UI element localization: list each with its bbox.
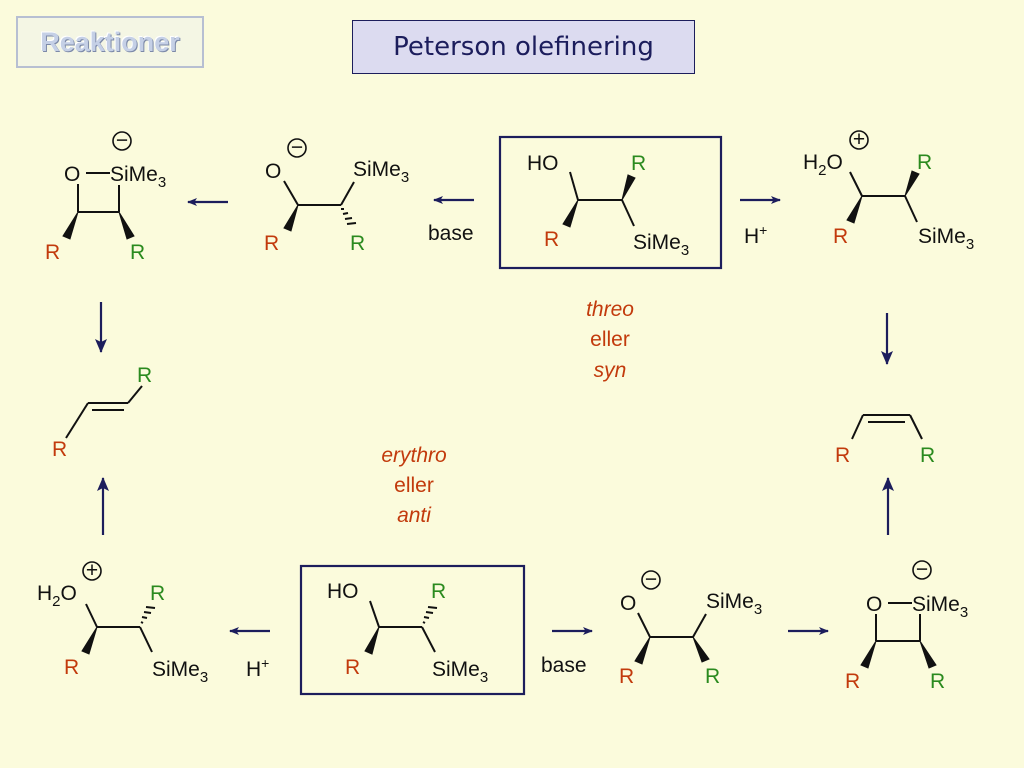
top-oxonium	[846, 170, 920, 224]
acid-label-top: H+	[744, 222, 767, 248]
bottom-oxasiletane-si: SiMe3	[912, 593, 968, 621]
top-alkoxide-r-orange: R	[264, 232, 279, 255]
bottom-alkoxide-si: SiMe3	[706, 590, 762, 618]
top-oxasiletane-minus: −	[116, 129, 128, 152]
e-alkene-r-green: R	[137, 364, 152, 387]
top-oxonium-charge	[849, 130, 869, 150]
e-alkene-r-orange: R	[52, 438, 67, 461]
bottom-alkoxide-r-orange: R	[619, 665, 634, 688]
threo-r-orange: R	[544, 228, 559, 251]
erythro-ho-label: HO	[327, 580, 359, 603]
bottom-alkoxide-charge	[641, 570, 661, 590]
acid-label-bottom: H+	[246, 655, 269, 681]
slide-title-box: Peterson olefinering	[352, 20, 695, 74]
bottom-oxonium-si: SiMe3	[152, 658, 208, 686]
threo-substrate	[562, 171, 636, 228]
top-alkoxide-si: SiMe3	[353, 158, 409, 186]
bottom-oxasiletane-charge	[912, 560, 932, 580]
bottom-alkoxide-o: O	[620, 592, 636, 615]
base-label-bottom: base	[541, 654, 587, 677]
syn-label: syn	[594, 359, 627, 382]
section-badge-label: Reaktioner	[40, 26, 180, 57]
top-alkoxide-minus: −	[291, 136, 303, 159]
erythro-substrate	[364, 600, 438, 655]
erythro-substrate-box	[299, 564, 526, 696]
bottom-oxasiletane-r-orange: R	[845, 670, 860, 693]
top-oxasiletane-o: O	[64, 163, 80, 186]
erythro-or-label: eller	[394, 474, 434, 497]
top-oxasiletane-si: SiMe3	[110, 163, 166, 191]
base-label-top: base	[428, 222, 474, 245]
threo-substrate-box	[498, 135, 723, 270]
threo-label: threo	[586, 298, 634, 321]
erythro-label: erythro	[381, 444, 447, 467]
threo-ho-label: HO	[527, 152, 559, 175]
top-oxasiletane-r-orange: R	[45, 241, 60, 264]
bottom-oxonium-r-green: R	[150, 582, 165, 605]
top-oxasiletane	[62, 172, 135, 240]
z-alkene-r-green: R	[920, 444, 935, 467]
top-oxonium-plus: +	[853, 128, 865, 151]
bottom-oxonium-r-orange: R	[64, 656, 79, 679]
threo-or-label: eller	[590, 328, 630, 351]
slide-title: Peterson olefinering	[393, 32, 654, 62]
top-oxasiletane-r-green: R	[130, 241, 145, 264]
bottom-oxasiletane-o: O	[866, 593, 882, 616]
erythro-si: SiMe3	[432, 658, 488, 686]
bottom-oxonium	[81, 603, 156, 655]
z-alkene-r-orange: R	[835, 444, 850, 467]
threo-simesi-label: SiMe3	[633, 231, 689, 259]
anti-label: anti	[397, 504, 432, 527]
top-oxonium-r-orange: R	[833, 225, 848, 248]
bottom-oxasiletane	[860, 602, 937, 669]
bottom-oxonium-charge	[82, 561, 102, 581]
bottom-oxasiletane-minus: −	[916, 558, 928, 581]
bottom-oxonium-h2o: H2O	[37, 582, 77, 610]
top-oxasiletane-charge	[112, 131, 132, 151]
bottom-alkoxide	[634, 612, 710, 665]
erythro-r-orange: R	[345, 656, 360, 679]
bottom-oxonium-plus: +	[86, 559, 98, 582]
threo-r-green: R	[631, 152, 646, 175]
top-alkoxide-r-green: R	[350, 232, 365, 255]
top-oxonium-h2o: H2O	[803, 151, 843, 179]
erythro-r-green: R	[431, 580, 446, 603]
z-alkene	[851, 414, 923, 440]
bottom-alkoxide-r-green: R	[705, 665, 720, 688]
top-alkoxide-o: O	[265, 160, 281, 183]
top-oxonium-si: SiMe3	[918, 225, 974, 253]
top-alkoxide-charge	[287, 138, 307, 158]
bottom-oxasiletane-r-green: R	[930, 670, 945, 693]
e-alkene	[65, 385, 143, 439]
bottom-alkoxide-minus: −	[645, 568, 657, 591]
section-badge: Reaktioner	[16, 16, 204, 68]
top-alkoxide	[283, 180, 357, 232]
top-oxonium-r-green: R	[917, 151, 932, 174]
